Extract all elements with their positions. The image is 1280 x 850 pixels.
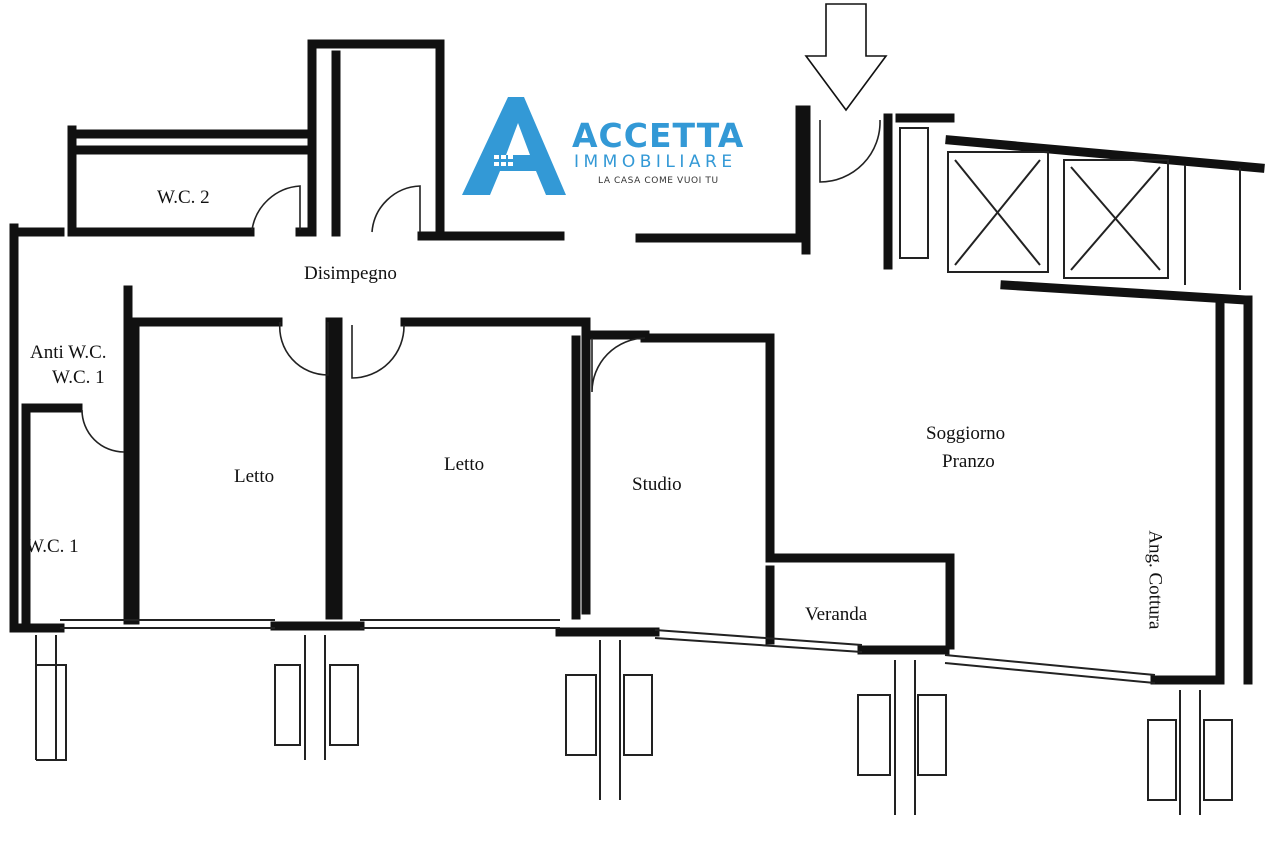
logo-tagline: LA CASA COME VUOI TU <box>598 176 719 186</box>
shafts <box>899 127 1241 290</box>
room-label-anti-wc: Anti W.C. <box>30 342 107 363</box>
room-label-pranzo: Pranzo <box>942 451 995 472</box>
logo-name: ACCETTA <box>572 116 745 155</box>
room-label-disimpegno: Disimpegno <box>304 263 397 284</box>
room-label-wc2: W.C. 2 <box>157 187 210 208</box>
doors <box>81 119 881 453</box>
logo-a-house-icon <box>462 97 566 195</box>
room-label-letto-2: Letto <box>444 454 485 475</box>
room-label-letto-1: Letto <box>234 466 275 487</box>
room-label-studio: Studio <box>632 474 682 495</box>
room-label-anti-wc-sub: W.C. 1 <box>52 367 105 388</box>
room-label-soggiorno: Soggiorno <box>926 423 1006 444</box>
arrow-down-icon <box>804 3 888 112</box>
room-label-wc1: W.C. 1 <box>26 536 79 557</box>
room-label-ang-cottura: Ang. Cottura <box>1144 530 1166 630</box>
pillars <box>35 635 1233 815</box>
windows <box>60 619 1156 684</box>
logo-subtitle: IMMOBILIARE <box>574 152 737 172</box>
room-label-veranda: Veranda <box>805 604 868 625</box>
walls <box>9 39 1265 685</box>
